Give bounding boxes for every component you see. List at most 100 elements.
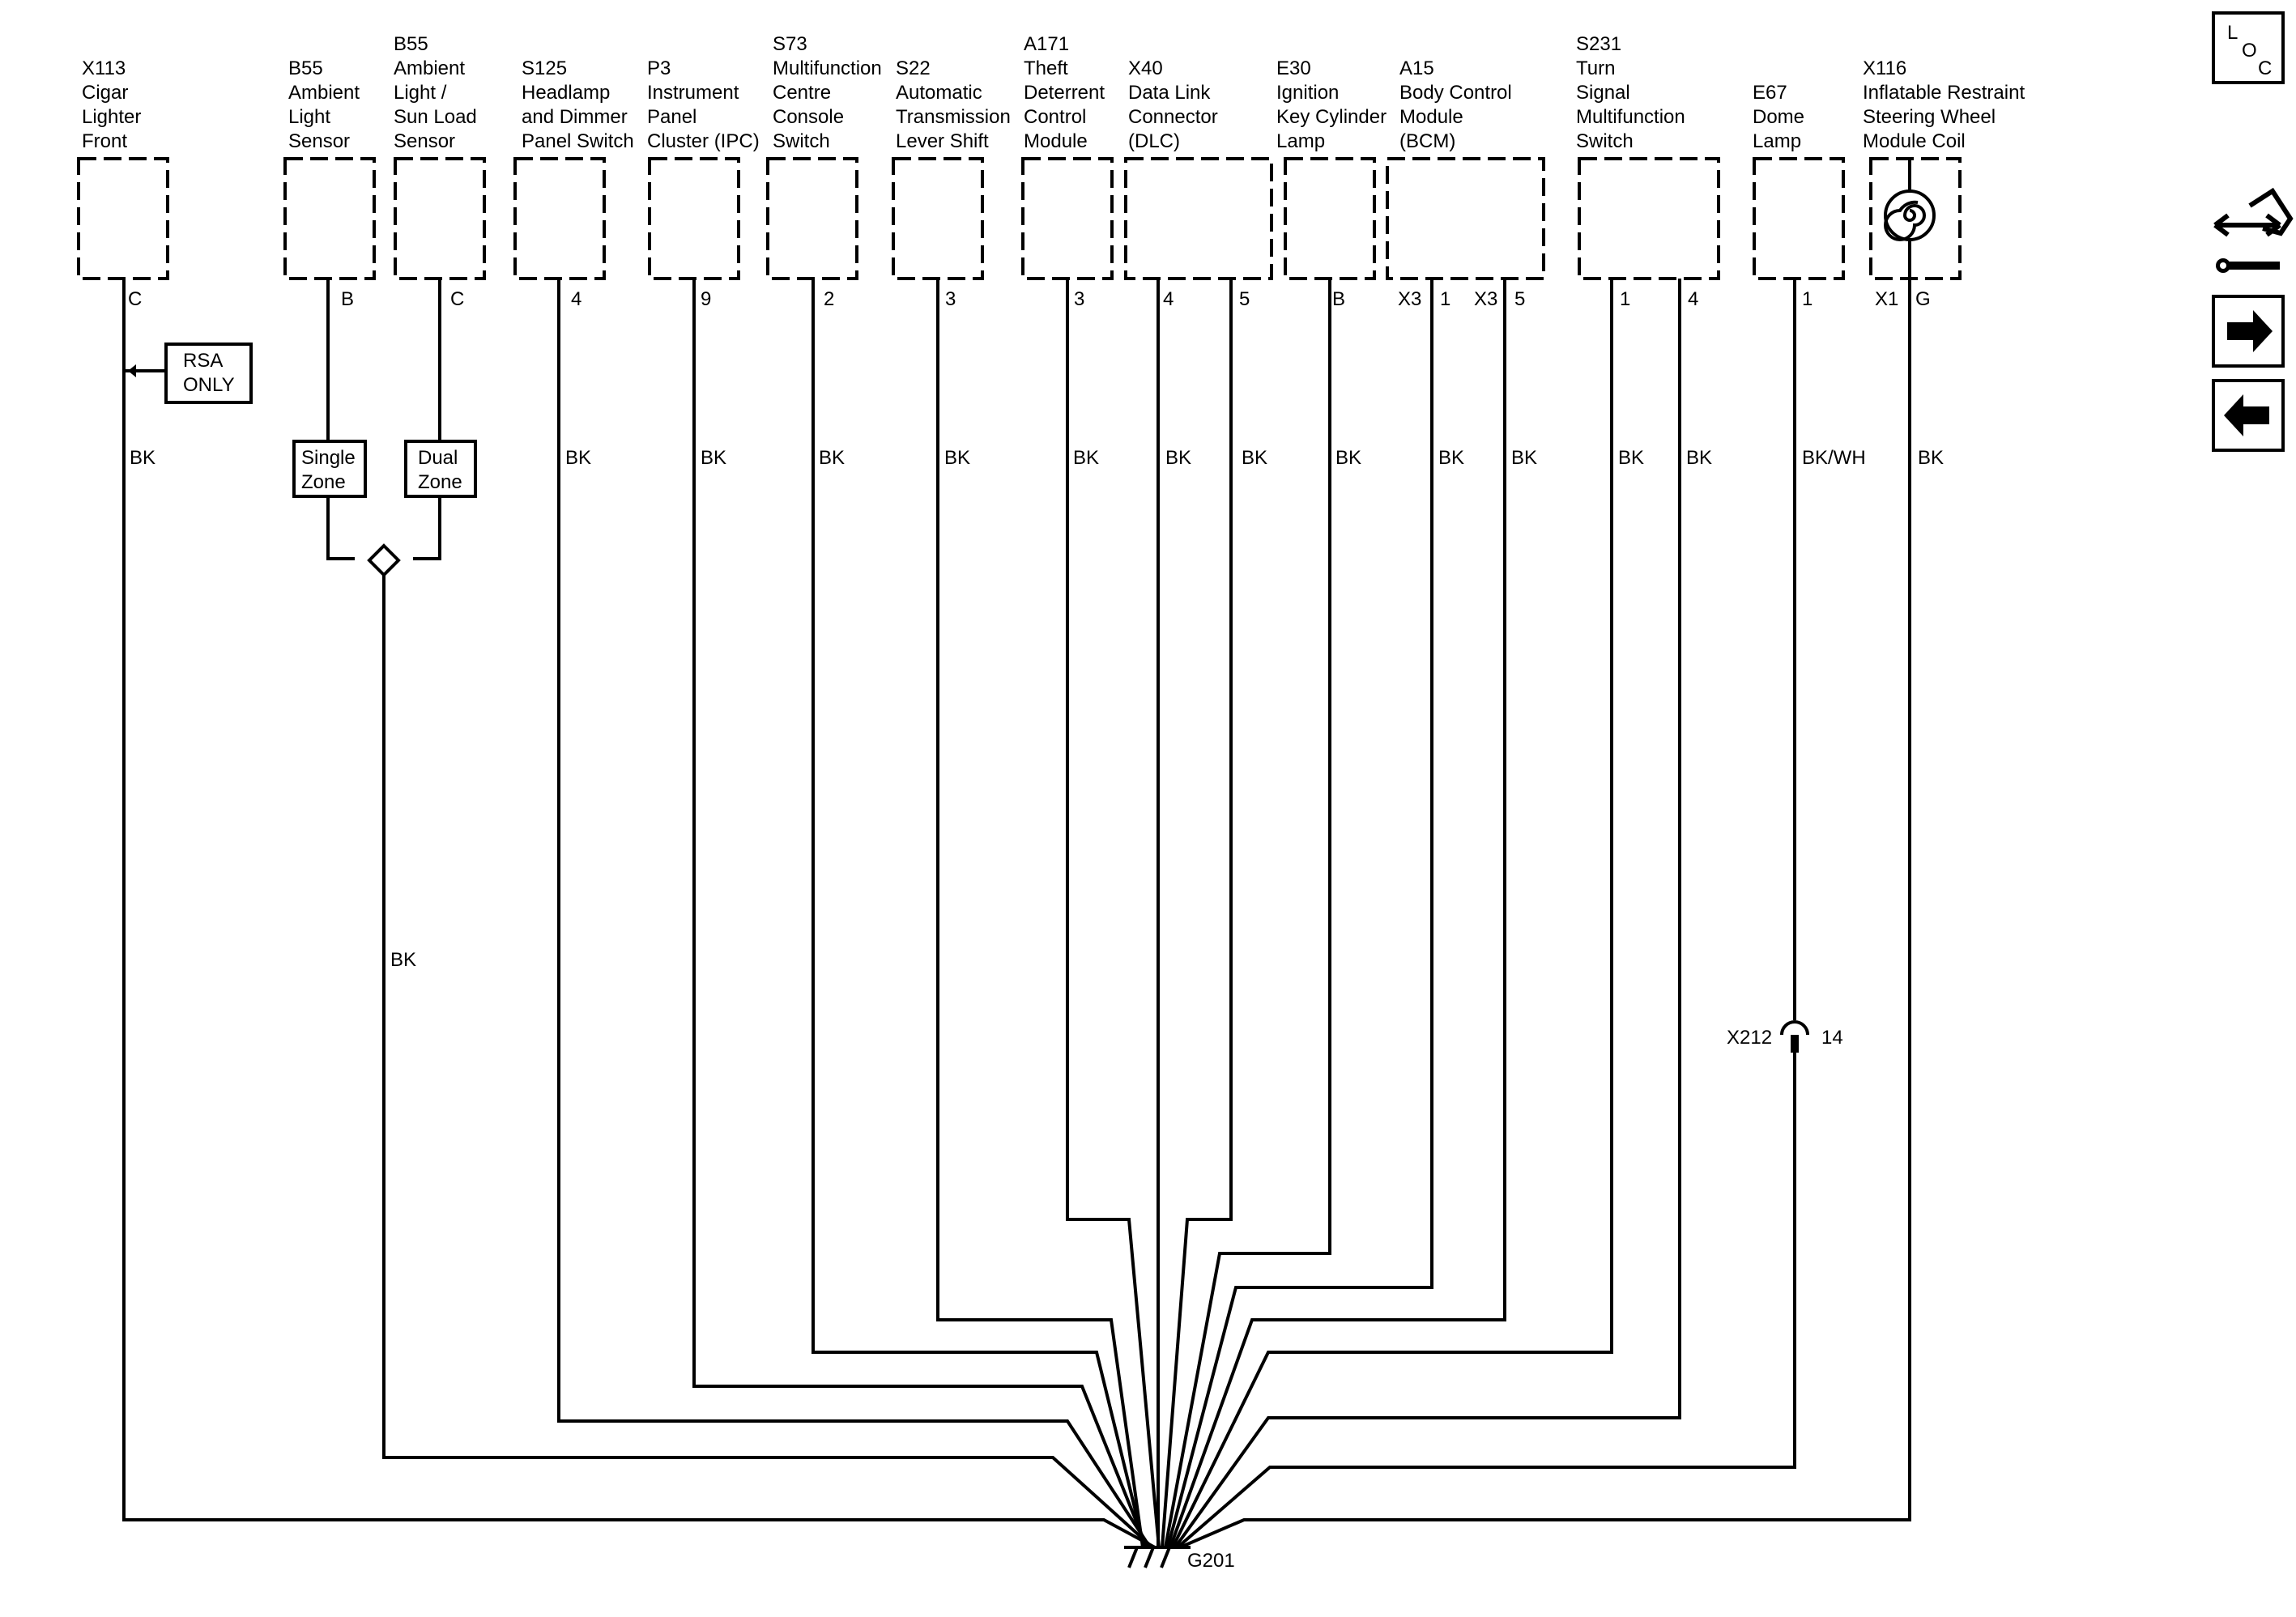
ground-g201: G201: [1124, 1546, 1235, 1572]
wire-color-splice: BK: [390, 949, 416, 971]
wire-s22[interactable]: [936, 279, 1144, 1548]
previous-arrow-button[interactable]: [2212, 379, 2285, 452]
wire-color-x40-4: BK: [1165, 447, 1191, 469]
svg-text:L: L: [2227, 22, 2238, 44]
pin-s73: 2: [824, 288, 834, 310]
loc-button[interactable]: L O C: [2212, 11, 2285, 84]
wire-color-e67: BK/WH: [1802, 447, 1866, 469]
component-box-a171[interactable]: [1021, 157, 1114, 280]
component-box-s73[interactable]: [766, 157, 858, 280]
component-label-s231: S231 Turn Signal Multifunction Switch: [1576, 33, 1690, 152]
wire-e67-lower[interactable]: [1176, 1053, 1796, 1549]
pin-a15-connector-2: X3: [1474, 288, 1497, 310]
component-label-x116: X116 Inflatable Restraint Steering Wheel…: [1863, 57, 2030, 152]
component-label-s22: S22 Automatic Transmission Lever Shift: [896, 57, 1016, 152]
component-label-e67: E67 Dome Lamp: [1753, 82, 1810, 152]
wire-color-x116: BK: [1918, 447, 1944, 469]
svg-text:RSA ONLY: RSA ONLY: [183, 350, 235, 396]
wire-s231-4[interactable]: [1174, 279, 1681, 1549]
component-label-e30: E30 Ignition Key Cylinder Lamp: [1276, 57, 1392, 152]
wire-s125[interactable]: [557, 279, 1152, 1549]
wire-a15-5[interactable]: [1169, 279, 1506, 1548]
pin-a15-connector-1: X3: [1398, 288, 1421, 310]
option-rsa-only: RSA ONLY: [124, 343, 253, 404]
wire-b55-sun-load[interactable]: [413, 279, 441, 560]
component-box-e30[interactable]: [1284, 157, 1376, 280]
pin-s231-4: 4: [1688, 288, 1698, 310]
next-arrow-button[interactable]: [2212, 295, 2285, 368]
svg-text:C: C: [2258, 57, 2272, 79]
wire-p3[interactable]: [692, 279, 1148, 1548]
component-label-x40: X40 Data Link Connector (DLC): [1128, 57, 1223, 152]
component-box-a15[interactable]: [1386, 157, 1545, 280]
ground-circuit-wires: [122, 241, 1911, 1549]
svg-text:Dual Zone: Dual Zone: [418, 447, 463, 493]
svg-text:X212: X212: [1727, 1027, 1772, 1049]
wire-color-s125: BK: [565, 447, 591, 469]
pin-e30: B: [1332, 288, 1345, 310]
wire-color-p3: BK: [701, 447, 726, 469]
wire-a15-1[interactable]: [1166, 279, 1433, 1548]
wire-color-s231-1: BK: [1618, 447, 1644, 469]
arrow-left-icon: [128, 364, 136, 377]
wire-a171[interactable]: [1066, 279, 1161, 1548]
ground-label: G201: [1187, 1550, 1235, 1572]
component-label-x113: X113 Cigar Lighter Front: [82, 57, 147, 152]
pin-p3: 9: [701, 288, 711, 310]
component-label-a15: A15 Body Control Module (BCM): [1399, 57, 1517, 152]
wire-s73[interactable]: [811, 279, 1146, 1548]
component-label-s125: S125 Headlamp and Dimmer Panel Switch: [522, 57, 634, 152]
component-box-b55-ambient-light-sensor[interactable]: [283, 157, 376, 280]
wire-color-s231-4: BK: [1686, 447, 1712, 469]
pin-a15-5: 5: [1514, 288, 1525, 310]
previous-arrow-icon: [2224, 394, 2269, 436]
component-box-p3[interactable]: [648, 157, 740, 280]
component-box-s231[interactable]: [1578, 157, 1720, 280]
wire-b55-ambient[interactable]: [326, 279, 355, 560]
component-label-a171: A171 Theft Deterrent Control Module: [1024, 33, 1110, 152]
pin-s22: 3: [945, 288, 956, 310]
pin-e67: 1: [1802, 288, 1813, 310]
component-box-x40[interactable]: [1124, 157, 1273, 280]
wire-color-a15-5: BK: [1511, 447, 1537, 469]
pin-x40-5: 5: [1239, 288, 1250, 310]
wire-color-e30: BK: [1335, 447, 1361, 469]
pin-x116: G: [1915, 288, 1931, 310]
component-box-b55-sun-load-sensor[interactable]: [394, 157, 486, 280]
option-single-zone: Single Zone: [292, 440, 367, 498]
component-box-s125[interactable]: [513, 157, 606, 280]
wire-x113[interactable]: [122, 279, 1156, 1549]
wire-color-x113: BK: [130, 447, 155, 469]
component-label-b55-ambient-light-sensor: B55 Ambient Light Sensor: [288, 57, 365, 152]
wire-color-x40-5: BK: [1242, 447, 1267, 469]
pin-b55-ambient: B: [341, 288, 354, 310]
wire-color-s22: BK: [944, 447, 970, 469]
connector-x212: X212 14: [1727, 1020, 1843, 1053]
wire-e30[interactable]: [1164, 279, 1331, 1548]
pin-x116-connector: X1: [1875, 288, 1898, 310]
clockspring-coil-icon: [1884, 159, 1936, 241]
wire-color-a15-1: BK: [1438, 447, 1464, 469]
component-box-s22[interactable]: [892, 157, 984, 280]
pin-x40-4: 4: [1163, 288, 1174, 310]
wire-s231-1[interactable]: [1171, 279, 1613, 1548]
svg-text:Single Zone: Single Zone: [301, 447, 360, 493]
component-box-x116[interactable]: [1869, 157, 1962, 280]
wire-x40-5[interactable]: [1161, 279, 1233, 1548]
component-box-x113[interactable]: [77, 157, 169, 280]
next-arrow-icon: [2227, 310, 2273, 352]
wire-color-s73: BK: [819, 447, 845, 469]
component-label-b55-sun-load-sensor: B55 Ambient Light / Sun Load Sensor: [394, 33, 482, 152]
component-locator-icon[interactable]: [2213, 187, 2294, 273]
pin-a15-1: 1: [1440, 288, 1450, 310]
splice-diamond-icon: [367, 543, 401, 577]
component-box-e67[interactable]: [1753, 157, 1845, 280]
wire-x116[interactable]: [1179, 241, 1911, 1549]
wire-splice-bk[interactable]: [382, 573, 1154, 1549]
pin-s231-1: 1: [1620, 288, 1630, 310]
wire-color-a171: BK: [1073, 447, 1099, 469]
component-label-s73: S73 Multifunction Centre Console Switch: [773, 33, 887, 152]
component-label-p3: P3 Instrument Panel Cluster (IPC): [647, 57, 760, 152]
pin-x113: C: [128, 288, 142, 310]
